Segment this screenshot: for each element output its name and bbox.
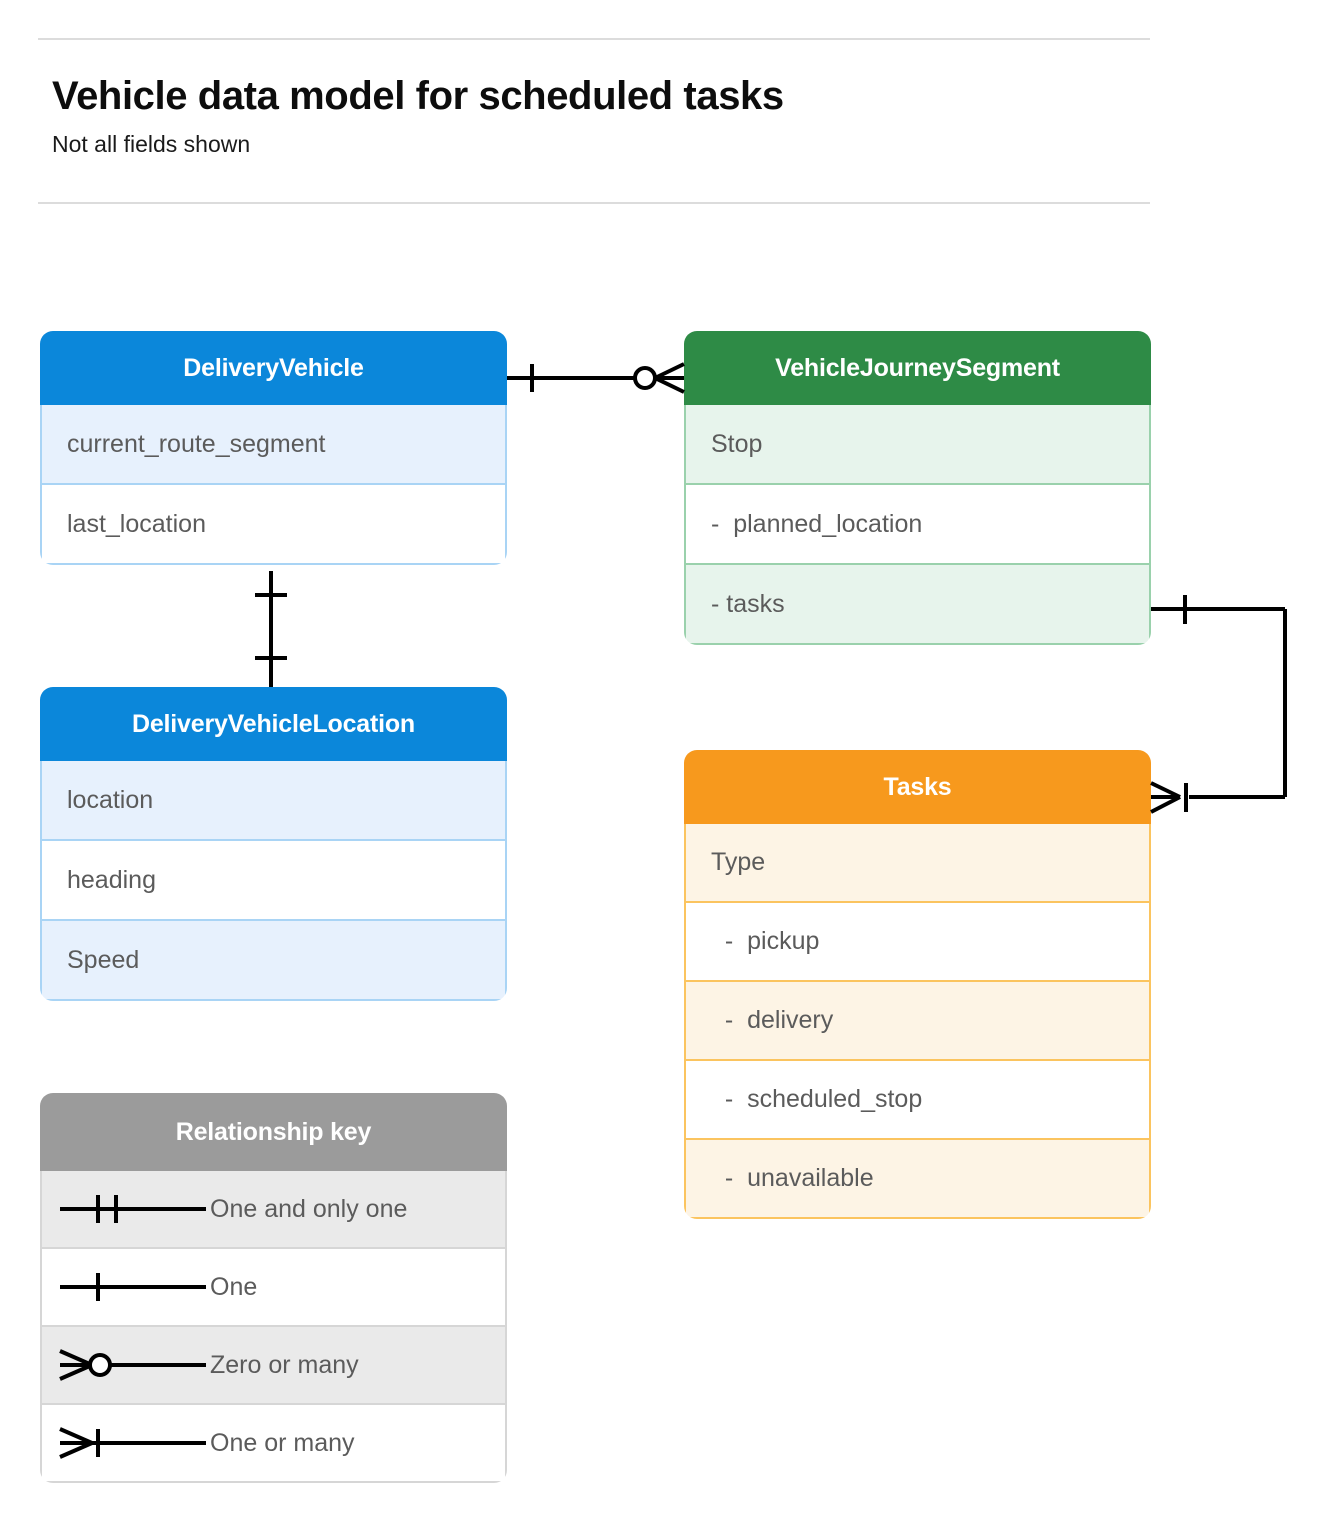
entity-field: - tasks: [684, 565, 1151, 645]
connector-vehicle-to-journey-segment: [507, 362, 685, 394]
entity-field: heading: [40, 841, 507, 921]
header-divider-top: [38, 38, 1150, 40]
legend-label: One or many: [210, 1428, 355, 1457]
entity-delivery-vehicle[interactable]: DeliveryVehicle current_route_segment la…: [40, 331, 507, 565]
legend-row: One: [40, 1249, 507, 1327]
entity-field: Stop: [684, 405, 1151, 485]
page-title: Vehicle data model for scheduled tasks: [52, 74, 784, 118]
connector-vehicle-to-vehicle-location: [255, 571, 287, 687]
entity-title-delivery-vehicle-location: DeliveryVehicleLocation: [40, 687, 507, 761]
one-or-many-icon: [42, 1423, 210, 1463]
entity-field: last_location: [40, 485, 507, 565]
entity-field: - pickup: [684, 903, 1151, 982]
entity-field: - delivery: [684, 982, 1151, 1061]
legend-label: One: [210, 1272, 258, 1301]
entity-title-tasks: Tasks: [684, 750, 1151, 824]
entity-field: - scheduled_stop: [684, 1061, 1151, 1140]
entity-field: Type: [684, 824, 1151, 903]
legend-row: Zero or many: [40, 1327, 507, 1405]
entity-field: location: [40, 761, 507, 841]
legend-label: Zero or many: [210, 1350, 359, 1379]
entity-tasks[interactable]: Tasks Type - pickup - delivery - schedul…: [684, 750, 1151, 1219]
relationship-key-legend: Relationship key One and only one One: [40, 1093, 507, 1483]
legend-title: Relationship key: [40, 1093, 507, 1171]
entity-field: - unavailable: [684, 1140, 1151, 1219]
connector-journey-segment-tasks-to-tasks: [1150, 595, 1287, 814]
entity-field: current_route_segment: [40, 405, 507, 485]
legend-row: One or many: [40, 1405, 507, 1483]
header-divider-bottom: [38, 202, 1150, 204]
entity-vehicle-journey-segment[interactable]: VehicleJourneySegment Stop - planned_loc…: [684, 331, 1151, 645]
one-icon: [42, 1267, 210, 1307]
zero-or-many-icon: [42, 1345, 210, 1385]
entity-title-vehicle-journey-segment: VehicleJourneySegment: [684, 331, 1151, 405]
page-subtitle: Not all fields shown: [52, 131, 251, 157]
entity-field: Speed: [40, 921, 507, 1001]
legend-label: One and only one: [210, 1194, 408, 1223]
entity-field: - planned_location: [684, 485, 1151, 565]
entity-title-delivery-vehicle: DeliveryVehicle: [40, 331, 507, 405]
one-and-only-one-icon: [42, 1189, 210, 1229]
entity-delivery-vehicle-location[interactable]: DeliveryVehicleLocation location heading…: [40, 687, 507, 1001]
legend-row: One and only one: [40, 1171, 507, 1249]
